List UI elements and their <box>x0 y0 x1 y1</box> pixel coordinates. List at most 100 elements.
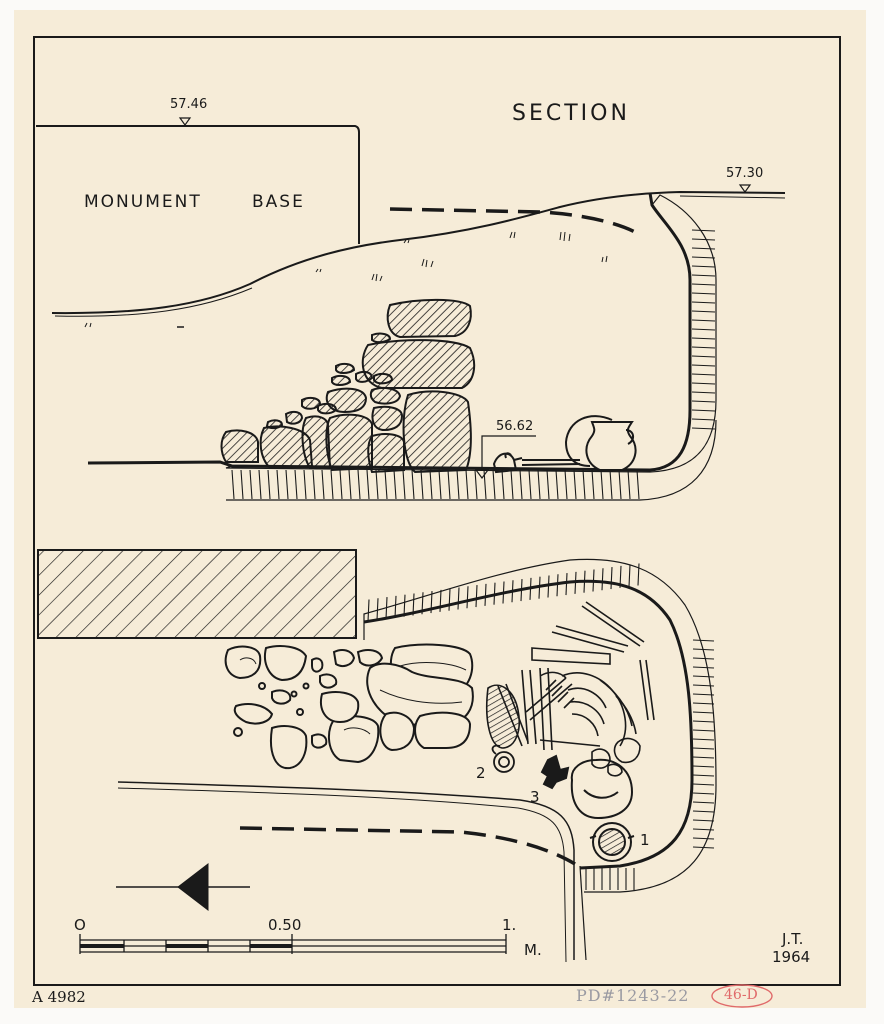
bedrock-tick <box>430 591 433 614</box>
bedrock-tick <box>475 585 478 608</box>
bedrock-tick <box>312 469 316 500</box>
archive-reference: PD#1243-22 <box>576 986 690 1005</box>
bedrock-tick <box>591 469 595 500</box>
bedrock-tick <box>555 469 559 500</box>
bedrock-tick <box>357 469 361 500</box>
bedrock-tick <box>691 283 716 286</box>
bedrock-tick <box>384 469 388 500</box>
bedrock-tick <box>691 319 716 322</box>
bedrock-tick <box>692 837 715 840</box>
bedrock-tick <box>691 247 716 250</box>
bedrock-tick <box>691 292 716 295</box>
bedrock-tick <box>258 469 262 500</box>
bedrock-tick <box>520 579 523 602</box>
bedrock-tick <box>448 588 451 611</box>
bedrock-tick <box>692 756 715 759</box>
bedrock-tick <box>276 469 280 500</box>
bedrock-tick <box>619 565 622 588</box>
monument-label: MONUMENT <box>84 192 202 212</box>
bedrock-tick <box>692 774 715 777</box>
bedrock-tick <box>420 469 424 500</box>
bedrock-tick <box>691 400 716 403</box>
bedrock-tick <box>692 648 715 651</box>
bedrock-tick <box>267 469 271 500</box>
ditch-line <box>117 781 575 960</box>
bedrock-tick <box>691 427 716 430</box>
bedrock-tick <box>493 582 496 605</box>
bedrock-tick <box>376 598 379 621</box>
bedrock-tick <box>692 810 715 813</box>
monument-base-plan <box>37 549 357 639</box>
bedrock-tick <box>564 469 568 500</box>
bedrock-tick <box>692 666 715 669</box>
bedrock-band-floor <box>225 194 717 473</box>
bedrock-tick <box>592 569 595 592</box>
bedrock-tick <box>466 586 469 609</box>
elevation-floor-label: 56.62 <box>496 419 534 434</box>
bedrock-tick <box>627 469 631 500</box>
bedrock-tick <box>537 469 541 500</box>
bedrock-tick <box>429 469 433 500</box>
bedrock-tick <box>249 469 253 500</box>
bedrock-tick <box>692 765 715 768</box>
bedrock-tick <box>421 592 424 615</box>
bedrock-tick <box>546 469 550 500</box>
bedrock-tick <box>457 587 460 610</box>
bedrock-tick <box>456 469 460 500</box>
bedrock-tick <box>691 364 716 367</box>
paper-sheet <box>14 10 866 1008</box>
bedrock-tick <box>691 274 716 277</box>
bedrock-tick <box>692 828 715 831</box>
bedrock-tick <box>403 594 406 617</box>
bedrock-tick <box>609 469 613 500</box>
find-1-label: 1 <box>640 831 650 849</box>
scale-one-label: 1. <box>502 916 517 934</box>
bedrock-tick <box>556 574 559 597</box>
elev-marker-right <box>738 184 752 194</box>
bedrock-tick <box>692 819 715 822</box>
scale-unit-label: M. <box>524 941 542 959</box>
vessels-section <box>492 415 637 474</box>
ground-surface <box>51 190 786 315</box>
vessel-2 <box>491 744 515 773</box>
bedrock-tick <box>447 469 451 500</box>
pit-cut-plan <box>363 579 694 870</box>
bedrock-tick <box>474 469 478 500</box>
bedrock-tick <box>691 301 716 304</box>
bedrock-tick <box>393 469 397 500</box>
bedrock-tick <box>492 469 496 500</box>
bedrock-tick <box>692 738 715 741</box>
dashed-line-plan <box>239 826 576 866</box>
bedrock-tick <box>529 577 532 600</box>
bedrock-tick <box>692 684 715 687</box>
bedrock-tick <box>691 337 716 340</box>
vessel-1 <box>589 822 635 862</box>
monument-base <box>36 125 360 244</box>
bedrock-tick <box>692 783 715 786</box>
elevation-left-label: 57.46 <box>170 97 208 112</box>
bedrock-tick <box>484 583 487 606</box>
bedrock-tick <box>636 469 640 500</box>
bedrock-tick <box>692 720 715 723</box>
bedrock-tick <box>691 229 716 232</box>
bedrock-tick <box>692 693 715 696</box>
bedrock-tick <box>692 639 715 642</box>
bedrock-tick <box>411 469 415 500</box>
bedrock-tick <box>510 469 514 500</box>
bedrock-tick <box>402 469 406 500</box>
elev-marker-left <box>178 117 192 127</box>
bedrock-tick <box>637 563 640 586</box>
bedrock-tick <box>691 346 716 349</box>
bedrock-tick <box>691 328 716 331</box>
bedrock-tick <box>366 469 370 500</box>
bedrock-tick <box>519 469 523 500</box>
stones-section <box>220 298 476 474</box>
section-view <box>36 117 786 501</box>
bedrock-tick <box>439 589 442 612</box>
bedrock-tick <box>565 573 568 596</box>
bedrock-tick <box>618 469 622 500</box>
find-2-label: 2 <box>476 764 486 782</box>
bedrock-tick <box>691 418 716 421</box>
bedrock-tick <box>240 469 244 500</box>
